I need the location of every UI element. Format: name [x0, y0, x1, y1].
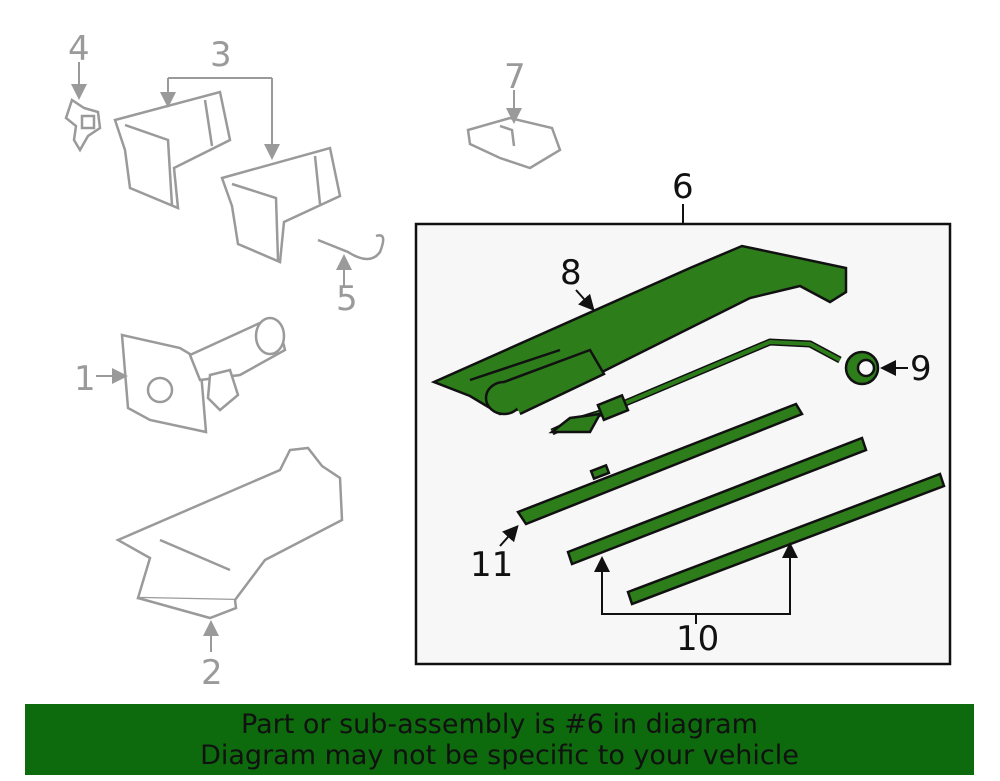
callout-6: 6 [672, 167, 694, 207]
banner-line-2: Diagram may not be specific to your vehi… [200, 740, 799, 771]
callout-11: 11 [470, 545, 513, 585]
part-9-jack-handle [548, 338, 880, 436]
callout-1: 1 [74, 359, 96, 399]
part-8-tool-bag [430, 244, 848, 416]
callout-3: 3 [210, 35, 232, 75]
callout-2: 2 [201, 653, 223, 693]
part-11-extension-bar [516, 402, 804, 526]
callout-4: 4 [68, 29, 90, 69]
part-1-jack [120, 316, 287, 434]
callout-7: 7 [504, 57, 526, 97]
part-10-bar-upper [566, 436, 868, 566]
callout-10: 10 [676, 619, 719, 659]
gray-leaders [71, 62, 522, 652]
part-3-bracket-right [220, 146, 342, 264]
banner-line-1: Part or sub-assembly is #6 in diagram [241, 709, 758, 740]
part-2-tray [115, 446, 344, 620]
callout-9: 9 [910, 349, 932, 389]
part-5-hook [317, 234, 385, 261]
part-3-bracket-left [113, 90, 232, 210]
part-7-block [466, 116, 562, 170]
callout-8: 8 [560, 253, 582, 293]
part-10-bar-lower [626, 472, 946, 606]
callout-5: 5 [336, 279, 358, 319]
part-4-wing-bolt [64, 98, 102, 153]
info-banner: Part or sub-assembly is #6 in diagram Di… [25, 704, 974, 775]
dark-leaders [499, 289, 908, 624]
